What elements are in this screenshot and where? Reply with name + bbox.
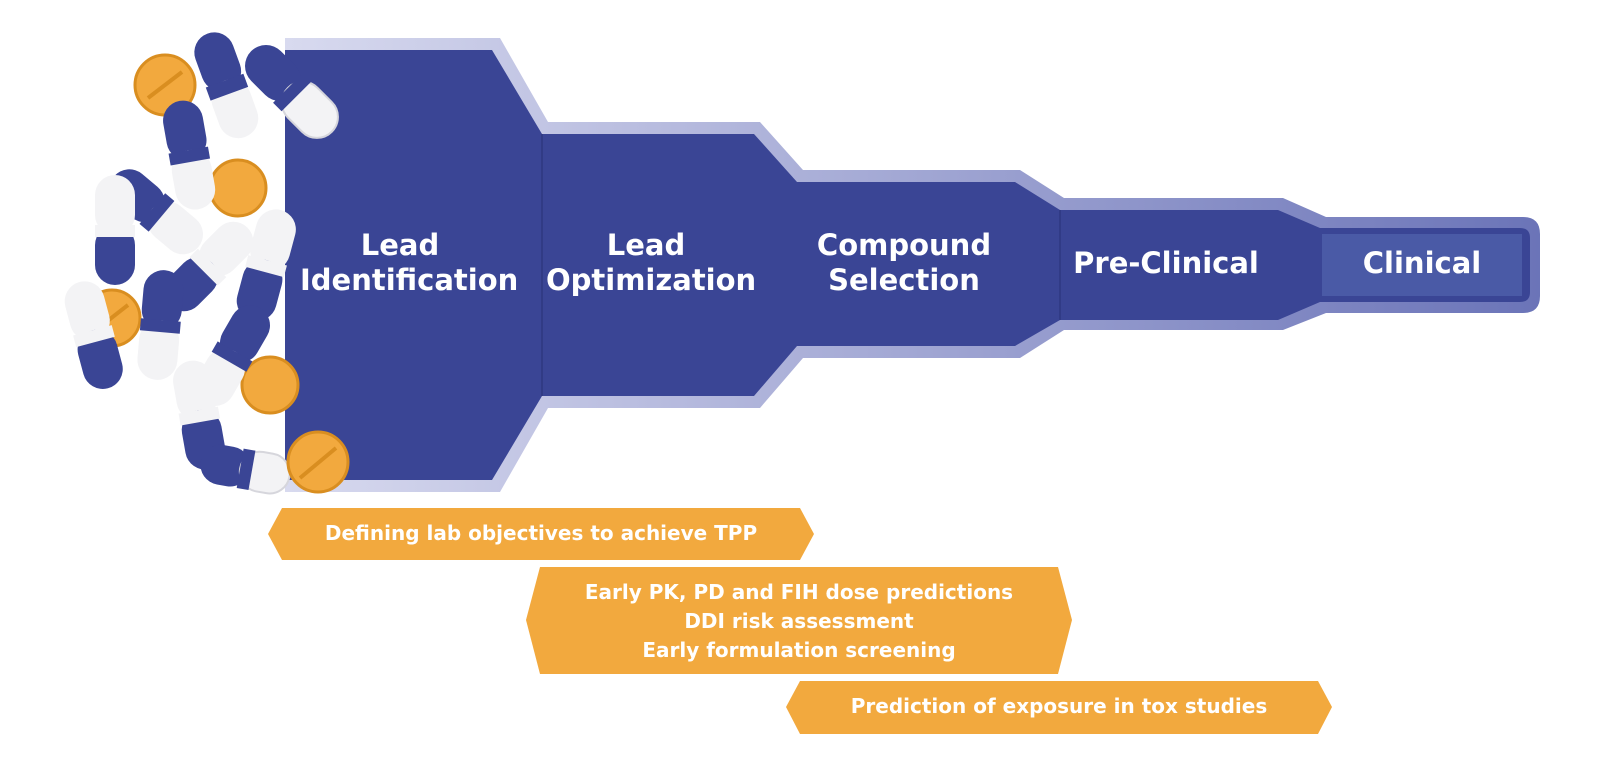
banner-text-2: Early PK, PD and FIH dose predictions DD… bbox=[584, 580, 1014, 662]
objective-banner-2 bbox=[526, 567, 1072, 674]
objective-banner-3 bbox=[786, 681, 1332, 734]
banner-text-1: Defining lab objectives to achieve TPP bbox=[324, 521, 758, 545]
capsule-icon bbox=[245, 45, 339, 139]
capsule-icon bbox=[137, 270, 184, 380]
capsule-icon bbox=[64, 281, 123, 389]
clinical-box bbox=[1322, 234, 1522, 296]
stage-label-lead-identification: Lead Identification bbox=[300, 228, 519, 297]
pills-capsules-icon bbox=[64, 32, 350, 495]
capsule-icon bbox=[95, 175, 135, 285]
tablet-icon bbox=[208, 158, 268, 218]
stage-label-pre-clinical: Pre-Clinical bbox=[1073, 246, 1259, 280]
funnel-body bbox=[285, 50, 1530, 480]
stage-label-compound-selection: Compound Selection bbox=[816, 228, 992, 297]
stage-label-lead-optimization: Lead Optimization bbox=[546, 228, 757, 297]
objective-banner-1 bbox=[268, 508, 814, 560]
tablet-icon bbox=[240, 355, 300, 415]
stage-label-clinical: Clinical bbox=[1362, 246, 1482, 280]
capsule-icon bbox=[163, 100, 216, 210]
banner-text-3: Prediction of exposure in tox studies bbox=[850, 694, 1268, 718]
tablet-icon bbox=[286, 430, 350, 494]
capsule-icon bbox=[200, 444, 291, 495]
capsule-icon bbox=[194, 32, 259, 139]
